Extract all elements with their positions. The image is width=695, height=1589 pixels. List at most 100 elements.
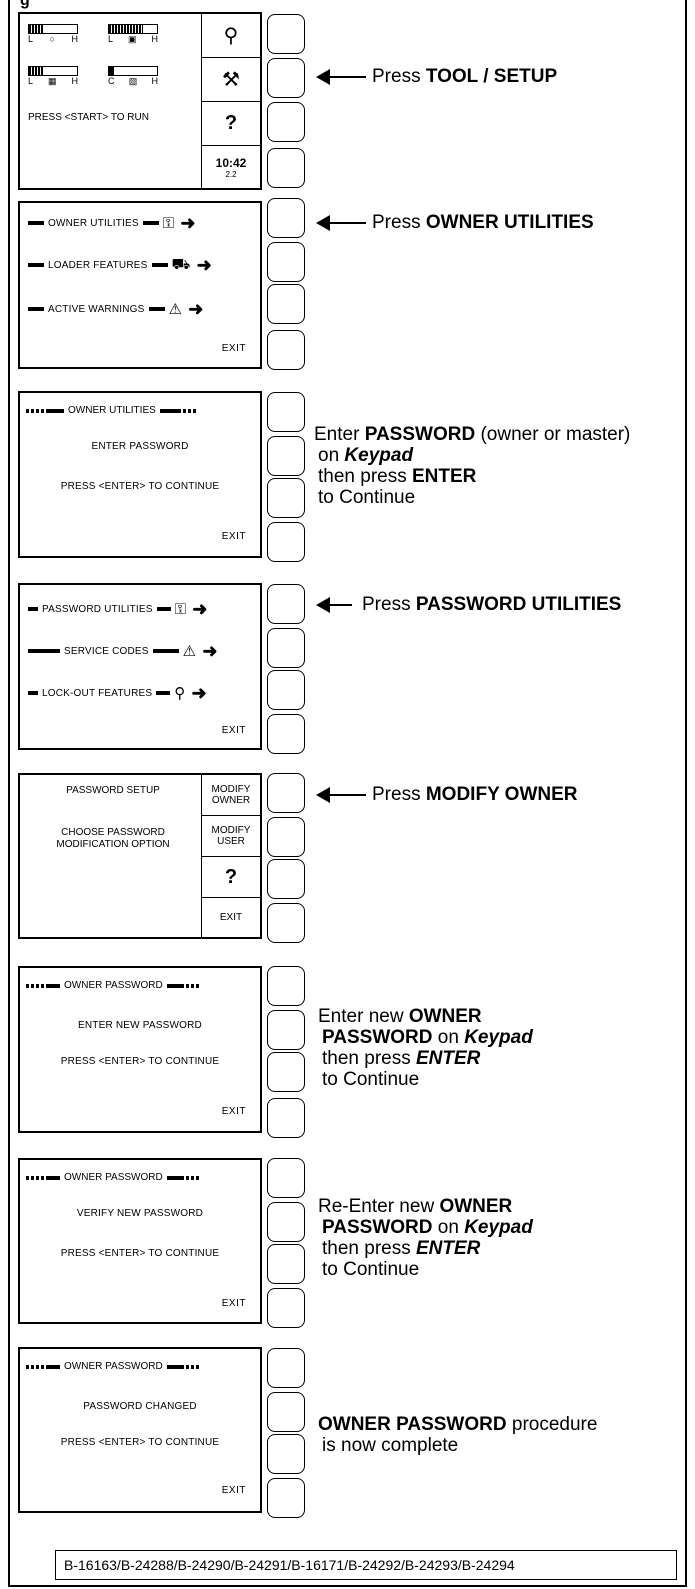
menu-service-codes: SERVICE CODES ⚠➜ <box>28 641 252 661</box>
caption-p6: Enter new OWNER PASSWORD on Keypad then … <box>318 1006 533 1090</box>
cell-help: ? <box>202 102 260 146</box>
prompt-line: VERIFY NEW PASSWORD <box>76 1208 204 1219</box>
panel-new-password: OWNER PASSWORD ENTER NEW PASSWORD PRESS … <box>18 966 262 1133</box>
help-icon: ? <box>224 112 238 134</box>
setup-line2: MODIFICATION OPTION <box>56 839 170 850</box>
prompt-line: ENTER NEW PASSWORD <box>78 1020 202 1031</box>
part-number-footer: B-16163/B-24288/B-24290/B-24291/B-16171/… <box>55 1550 677 1580</box>
exit-label: EXIT <box>221 1106 246 1117</box>
prompt-line: ENTER PASSWORD <box>91 441 189 452</box>
caption-p7: Re-Enter new OWNER PASSWORD on Keypad th… <box>318 1196 533 1280</box>
softkey-6-3[interactable] <box>267 1052 305 1092</box>
softkey-7-1[interactable] <box>267 1158 305 1198</box>
caption-p4: Press PASSWORD UTILITIES <box>362 594 622 615</box>
softkey-7-4[interactable] <box>267 1288 305 1328</box>
continue-line: PRESS <ENTER> TO CONTINUE <box>60 481 220 492</box>
softkey-8-3[interactable] <box>267 1434 305 1474</box>
warning-icon: ⚠ <box>168 301 183 318</box>
caption-p1: Press TOOL / SETUP <box>372 66 558 87</box>
softkey-4-1[interactable] <box>267 584 305 624</box>
softkey-6-2[interactable] <box>267 1010 305 1050</box>
help-icon: ? <box>202 857 260 898</box>
softkey-7-3[interactable] <box>267 1244 305 1284</box>
pointer-arrow <box>316 69 366 85</box>
pointer-arrow <box>316 597 352 613</box>
oil-icon: ○ <box>49 34 55 44</box>
softkey-5-4[interactable] <box>267 903 305 943</box>
key-icon: ⚿ <box>174 600 187 618</box>
caption-p8: OWNER PASSWORD procedure is now complete <box>318 1414 598 1456</box>
softkey-2-4[interactable] <box>267 330 305 370</box>
softkey-7-2[interactable] <box>267 1202 305 1242</box>
exit-label: EXIT <box>221 531 246 542</box>
prompt-line: PASSWORD CHANGED <box>83 1401 197 1412</box>
softkey-8-4[interactable] <box>267 1478 305 1518</box>
cell-tool: ⚒ <box>202 58 260 102</box>
clock-time: 10:42 <box>215 155 247 170</box>
menu-active-warnings: ACTIVE WARNINGS ⚠➜ <box>28 299 252 319</box>
panel-main-display: L○H L▣H L▦H C▧H PRESS <START> TO RUN ⚲ ⚒… <box>18 12 262 190</box>
menu-loader-features: LOADER FEATURES ⛟➜ <box>28 255 252 275</box>
panel-verify-password: OWNER PASSWORD VERIFY NEW PASSWORD PRESS… <box>18 1158 262 1324</box>
softkey-3-4[interactable] <box>267 522 305 562</box>
softkey-1-1[interactable] <box>267 14 305 54</box>
softkey-3-1[interactable] <box>267 392 305 432</box>
softkey-4-3[interactable] <box>267 670 305 710</box>
key-icon: ⚿ <box>162 214 175 232</box>
softkey-1-2[interactable] <box>267 58 305 98</box>
softkey-4-2[interactable] <box>267 628 305 668</box>
label-exit: EXIT <box>219 912 243 923</box>
panel-password-menu: PASSWORD UTILITIES ⚿➜ SERVICE CODES ⚠➜ L… <box>18 583 262 750</box>
gauge-fuel: L▦H <box>28 66 78 86</box>
softkey-8-1[interactable] <box>267 1348 305 1388</box>
panel-owner-menu: OWNER UTILITIES ⚿➜ LOADER FEATURES ⛟➜ AC… <box>18 201 262 369</box>
exit-label: EXIT <box>221 343 246 354</box>
softkey-4-4[interactable] <box>267 714 305 754</box>
softkey-5-2[interactable] <box>267 817 305 857</box>
softkey-3-2[interactable] <box>267 436 305 476</box>
battery-icon: ▣ <box>128 34 137 44</box>
figure-label: g <box>20 0 30 9</box>
panel-password-setup: PASSWORD SETUP CHOOSE PASSWORD MODIFICAT… <box>18 773 262 939</box>
clock-sub: 2.2 <box>225 169 237 179</box>
pointer-arrow <box>316 787 366 803</box>
softkey-1-4[interactable] <box>267 148 305 188</box>
right-arrow-icon: ➜ <box>191 682 207 703</box>
panel-header: OWNER UTILITIES <box>26 405 254 416</box>
warning-icon: ⚠ <box>182 643 197 660</box>
gauge-temperature: C▧H <box>108 66 158 86</box>
softkey-5-3[interactable] <box>267 859 305 899</box>
softkey-6-4[interactable] <box>267 1098 305 1138</box>
menu-lock-out-features: LOCK-OUT FEATURES ⚲➜ <box>28 683 252 703</box>
caption-p5: Press MODIFY OWNER <box>372 784 578 805</box>
softkey-2-2[interactable] <box>267 242 305 282</box>
continue-line: PRESS <ENTER> TO CONTINUE <box>60 1248 220 1259</box>
tool-setup-icon: ⚒ <box>222 69 240 91</box>
softkey-1-3[interactable] <box>267 102 305 142</box>
softkey-5-1[interactable] <box>267 773 305 813</box>
caption-p3: Enter PASSWORD (owner or master) on Keyp… <box>314 424 631 508</box>
exit-label: EXIT <box>221 725 246 736</box>
softkey-6-1[interactable] <box>267 966 305 1006</box>
setup-line1: CHOOSE PASSWORD <box>61 827 165 838</box>
menu-password-utilities: PASSWORD UTILITIES ⚿➜ <box>28 599 252 619</box>
panel-enter-password: OWNER UTILITIES ENTER PASSWORD PRESS <EN… <box>18 391 262 558</box>
menu-owner-utilities: OWNER UTILITIES ⚿➜ <box>28 213 252 233</box>
status-text: PRESS <START> TO RUN <box>28 112 149 123</box>
softkey-8-2[interactable] <box>267 1392 305 1432</box>
panel-header: OWNER PASSWORD <box>26 980 254 991</box>
softkey-2-1[interactable] <box>267 198 305 238</box>
fuel-icon: ▦ <box>48 76 57 86</box>
pointer-arrow <box>316 215 366 231</box>
softkey-2-3[interactable] <box>267 284 305 324</box>
gauge-oil: L○H <box>28 24 78 44</box>
softkey-labels: ⚲ ⚒ ? 10:42 2.2 <box>201 14 260 188</box>
continue-line: PRESS <ENTER> TO CONTINUE <box>60 1437 220 1448</box>
continue-line: PRESS <ENTER> TO CONTINUE <box>60 1056 220 1067</box>
panel-header: OWNER PASSWORD <box>26 1172 254 1183</box>
softkey-3-3[interactable] <box>267 478 305 518</box>
gauge-battery: L▣H <box>108 24 158 44</box>
